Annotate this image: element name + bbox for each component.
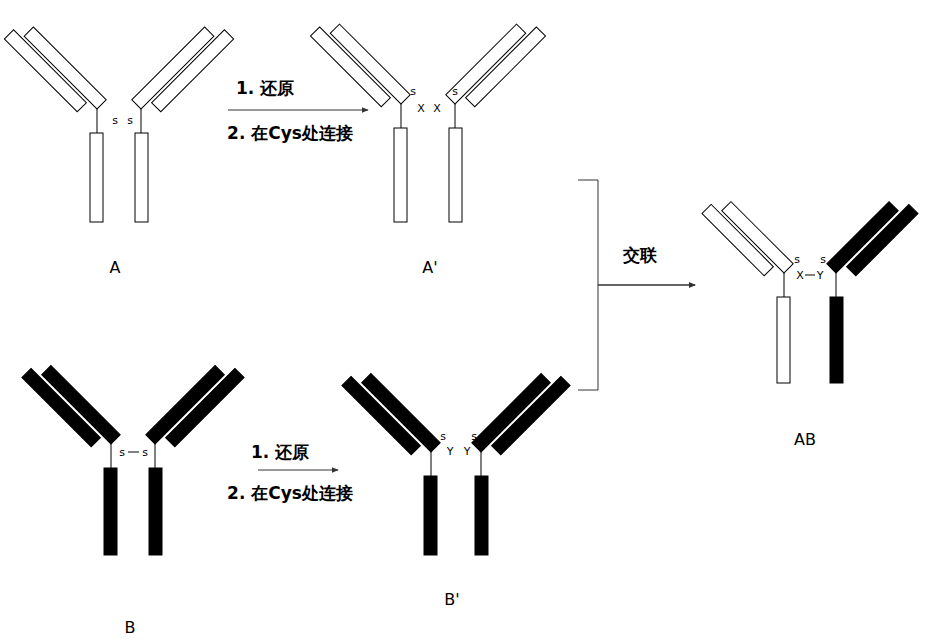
heavy-chain-stem	[90, 133, 103, 222]
hinge-line	[481, 452, 482, 476]
figure-label: A'	[422, 258, 437, 277]
heavy-chain-stem	[135, 133, 148, 222]
heavy-chain-stem	[830, 297, 843, 383]
residue-label: s	[820, 254, 826, 265]
light-chain	[847, 204, 918, 275]
antibody	[702, 193, 918, 383]
light-chain	[466, 27, 546, 107]
light-chain	[342, 376, 420, 454]
step-label: 1. 还原	[251, 444, 309, 461]
antibody-node: A'	[368, 0, 578, 285]
light-chain	[310, 27, 390, 107]
hinge-line	[155, 444, 156, 468]
process-arrow	[578, 285, 695, 390]
hinge-line	[111, 444, 112, 468]
residue-label: s	[127, 115, 133, 126]
figure-label: B'	[444, 590, 459, 609]
bond-dash	[805, 275, 815, 276]
residue-label: s	[119, 447, 125, 458]
heavy-chain-stem	[475, 476, 488, 555]
heavy-chain-stem	[777, 297, 790, 383]
antibody-node: B	[25, 340, 258, 640]
figure-label: AB	[794, 430, 816, 449]
step-label: 2. 在Cys处连接	[227, 485, 353, 502]
hinge-line	[455, 104, 456, 128]
antibody-node: B'	[338, 345, 578, 615]
antibody	[310, 16, 545, 222]
residue-label: Y	[464, 446, 471, 457]
residue-label: X	[796, 270, 804, 281]
residue-label: s	[142, 447, 148, 458]
hinge-line	[784, 273, 785, 297]
process-arrow	[228, 110, 368, 111]
heavy-chain-stem	[449, 128, 462, 222]
hinge-line	[401, 104, 402, 128]
residue-label: s	[440, 431, 446, 442]
residue-label: s	[452, 86, 458, 97]
figure-label: A	[110, 258, 121, 277]
step-label: 2. 在Cys处连接	[227, 125, 353, 142]
antibody-node: AB	[695, 160, 920, 455]
heavy-chain-stem	[104, 468, 117, 555]
residue-label: s	[794, 254, 800, 265]
residue-label: Y	[817, 270, 824, 281]
hinge-line	[141, 109, 142, 133]
light-chain	[4, 30, 86, 112]
figure-label: B	[125, 618, 136, 637]
heavy-chain-stem	[149, 468, 162, 555]
hinge-line	[836, 273, 837, 297]
process-arrow	[258, 470, 338, 471]
light-chain	[152, 30, 234, 112]
bond-dash	[128, 452, 139, 453]
hinge-line	[431, 452, 432, 476]
antibody-node: A	[10, 0, 228, 285]
residue-label: s	[471, 431, 477, 442]
residue-label: X	[417, 103, 425, 114]
light-chain	[702, 204, 773, 275]
hinge-line	[97, 109, 98, 133]
residue-label: s	[410, 86, 416, 97]
light-chain	[492, 376, 570, 454]
antibody	[22, 357, 244, 555]
light-chain	[22, 368, 100, 446]
residue-label: Y	[447, 446, 454, 457]
light-chain	[166, 368, 244, 446]
antibody	[4, 18, 233, 222]
step-label: 1. 还原	[236, 80, 294, 97]
step-label: 交联	[623, 247, 657, 264]
residue-label: X	[433, 103, 441, 114]
heavy-chain-stem	[424, 476, 437, 555]
process-arrow	[578, 180, 695, 285]
antibody	[342, 365, 570, 555]
residue-label: s	[112, 115, 118, 126]
heavy-chain-stem	[394, 128, 407, 222]
